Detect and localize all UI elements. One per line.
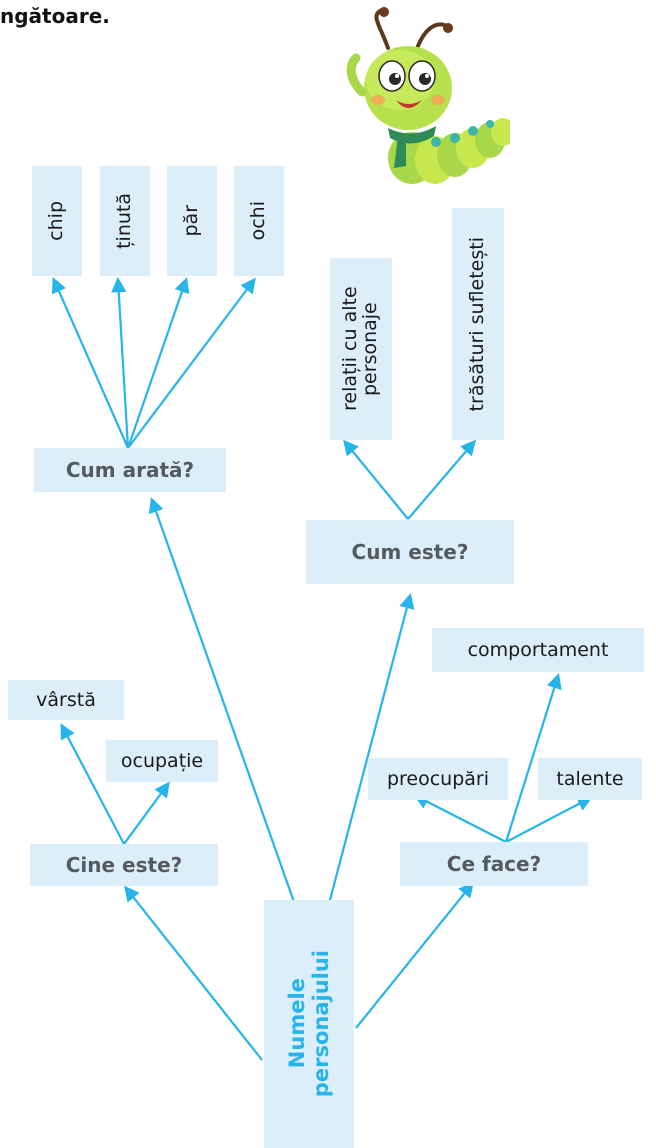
leaf-label-varsta: vârstă (36, 689, 96, 711)
leaf-box-par: păr (167, 166, 217, 276)
branch-box-cine-este: Cine este? (30, 844, 218, 886)
leaf-label-preocupari: preocupări (386, 768, 490, 790)
leaf-label-chip: chip (45, 201, 68, 241)
leaf-box-ochi: ochi (234, 166, 284, 276)
arrow-root-to-ce-face (355, 881, 474, 1029)
leaf-label-talente: talente (556, 768, 624, 790)
leaf-box-relatii: relații cu alte personaje (330, 258, 392, 440)
branch-box-ce-face: Ce face? (400, 842, 588, 886)
branch-label-cine-este: Cine este? (65, 853, 183, 877)
leaf-box-tinuta: ținută (100, 166, 150, 276)
leaf-label-ocupatie: ocupație (120, 750, 204, 772)
arrow-cum-arata-to-tinuta (111, 276, 130, 449)
branch-label-cum-este: Cum este? (351, 540, 469, 564)
leaf-box-varsta: vârstă (8, 680, 124, 720)
leaf-label-relatii: relații cu alte personaje (339, 286, 381, 412)
root-label: Numele personajului (285, 950, 333, 1097)
arrow-cine-este-to-ocupatie (123, 781, 170, 845)
arrow-root-to-cum-arata (148, 497, 296, 903)
leaf-box-comportament: comportament (432, 628, 644, 672)
arrow-ce-face-to-comportament (504, 673, 562, 843)
leaf-box-preocupari: preocupări (368, 758, 508, 800)
root-box-numele-personajului: Numele personajului (264, 900, 354, 1148)
arrow-cine-este-to-varsta (60, 723, 125, 845)
root-label-line1: Numele (284, 978, 309, 1070)
leaf-label-par: păr (180, 205, 203, 237)
leaf-label-trasaturi: trăsături sufletești (466, 236, 489, 412)
branch-label-ce-face: Ce face? (446, 852, 542, 876)
branch-box-cum-arata: Cum arată? (34, 448, 226, 492)
arrow-ce-face-to-preocupari (413, 794, 507, 843)
branch-box-cum-este: Cum este? (306, 520, 514, 584)
leaf-box-talente: talente (538, 758, 642, 800)
arrow-cum-este-to-trasaturi (407, 439, 477, 520)
leaf-box-trasaturi: trăsături sufletești (452, 208, 504, 440)
arrow-cum-arata-to-par (126, 277, 190, 449)
leaf-box-chip: chip (32, 166, 82, 276)
leaf-label-tinuta: ținută (113, 193, 136, 249)
leaf-label-ochi: ochi (247, 201, 270, 241)
arrow-ce-face-to-talente (505, 796, 593, 843)
arrow-cum-arata-to-ochi (127, 277, 256, 449)
leaf-box-ocupatie: ocupație (106, 740, 218, 782)
arrow-cum-este-to-relatii (343, 439, 409, 520)
arrow-root-to-cine-este (124, 885, 263, 1061)
arrow-cum-arata-to-chip (51, 277, 130, 449)
leaf-label-comportament: comportament (467, 639, 609, 661)
header-text: ngătoare. (0, 4, 110, 28)
branch-label-cum-arata: Cum arată? (65, 458, 195, 482)
arrow-root-to-cum-este (328, 593, 415, 901)
caterpillar-illustration-icon (346, 7, 510, 184)
root-label-line2: personajului (309, 950, 333, 1098)
